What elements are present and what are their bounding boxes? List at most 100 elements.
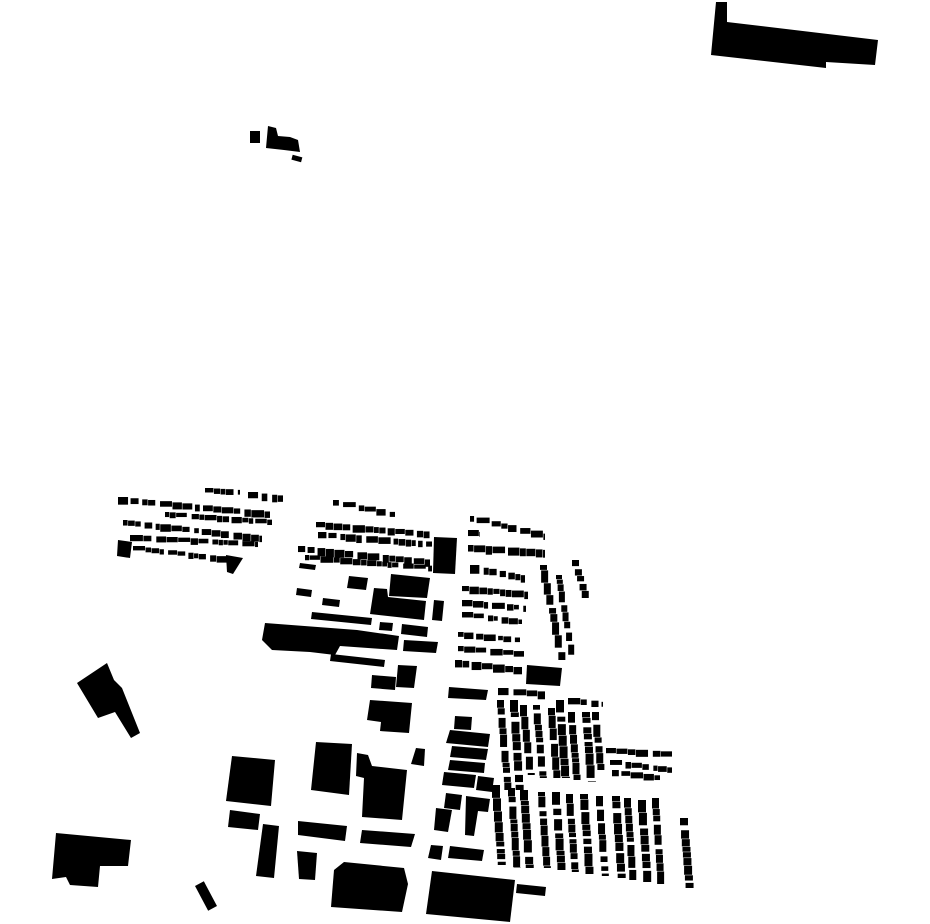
house bbox=[511, 831, 519, 838]
house bbox=[555, 838, 564, 851]
large-buildings bbox=[52, 2, 878, 922]
house bbox=[145, 547, 152, 553]
house bbox=[612, 770, 619, 777]
house bbox=[221, 507, 234, 514]
house bbox=[488, 615, 494, 622]
house bbox=[489, 568, 497, 576]
house bbox=[144, 522, 153, 529]
house bbox=[612, 796, 620, 802]
house bbox=[521, 805, 530, 814]
house bbox=[599, 840, 607, 852]
house bbox=[229, 557, 232, 563]
house bbox=[523, 840, 532, 853]
house bbox=[631, 762, 642, 768]
building bbox=[371, 675, 396, 690]
building bbox=[297, 851, 317, 880]
house bbox=[333, 500, 339, 506]
house bbox=[458, 632, 464, 637]
house bbox=[492, 785, 500, 798]
house bbox=[485, 546, 492, 555]
house bbox=[643, 773, 654, 781]
house bbox=[507, 604, 514, 611]
house bbox=[423, 531, 430, 539]
house bbox=[550, 614, 558, 622]
house bbox=[194, 528, 199, 534]
house bbox=[541, 835, 549, 847]
house bbox=[558, 735, 567, 746]
house bbox=[473, 613, 484, 619]
house bbox=[630, 772, 644, 779]
house bbox=[521, 716, 529, 730]
house bbox=[225, 489, 234, 495]
house bbox=[521, 813, 530, 823]
building bbox=[367, 700, 412, 733]
house bbox=[642, 861, 651, 869]
house bbox=[624, 798, 631, 808]
house bbox=[492, 546, 506, 554]
house bbox=[510, 819, 518, 824]
house bbox=[597, 809, 605, 822]
house bbox=[552, 757, 560, 770]
house bbox=[548, 715, 556, 728]
house bbox=[479, 531, 480, 537]
house bbox=[395, 528, 405, 535]
house bbox=[468, 545, 474, 552]
house bbox=[493, 664, 505, 673]
house bbox=[549, 728, 557, 741]
house bbox=[612, 801, 621, 809]
house bbox=[212, 539, 219, 545]
building bbox=[434, 808, 452, 832]
house bbox=[518, 619, 522, 624]
house bbox=[497, 861, 506, 865]
house bbox=[596, 753, 604, 764]
house bbox=[481, 663, 493, 670]
house bbox=[255, 518, 267, 524]
house bbox=[198, 553, 206, 560]
house bbox=[541, 570, 549, 583]
house bbox=[559, 746, 568, 759]
building bbox=[428, 845, 443, 860]
house bbox=[118, 497, 129, 505]
house bbox=[382, 561, 388, 567]
house bbox=[483, 567, 489, 575]
house bbox=[501, 523, 508, 529]
house bbox=[614, 834, 623, 843]
house bbox=[160, 501, 172, 507]
building-industrial-northeast bbox=[711, 2, 878, 68]
house bbox=[205, 488, 214, 493]
house bbox=[356, 535, 362, 544]
house bbox=[577, 576, 585, 582]
house bbox=[392, 562, 399, 568]
house bbox=[567, 818, 575, 825]
building bbox=[311, 742, 352, 795]
house bbox=[527, 773, 535, 775]
house bbox=[182, 526, 190, 532]
house bbox=[520, 790, 528, 801]
house bbox=[526, 690, 538, 697]
house bbox=[654, 835, 662, 845]
house bbox=[515, 784, 524, 790]
house bbox=[191, 513, 199, 520]
house bbox=[510, 700, 518, 712]
house bbox=[352, 525, 365, 533]
house bbox=[130, 535, 143, 542]
house bbox=[233, 532, 242, 540]
house bbox=[571, 752, 579, 758]
house bbox=[404, 557, 412, 565]
house bbox=[617, 873, 626, 878]
building bbox=[226, 756, 275, 806]
house bbox=[462, 586, 469, 592]
house bbox=[142, 499, 148, 506]
house bbox=[298, 546, 306, 553]
house bbox=[540, 818, 548, 826]
house bbox=[476, 517, 490, 524]
house bbox=[613, 813, 622, 824]
house bbox=[572, 758, 580, 763]
house bbox=[476, 633, 484, 640]
house bbox=[497, 700, 504, 708]
building bbox=[347, 576, 368, 590]
building bbox=[442, 772, 476, 788]
house bbox=[511, 838, 519, 851]
house bbox=[569, 839, 577, 844]
house bbox=[501, 750, 509, 763]
